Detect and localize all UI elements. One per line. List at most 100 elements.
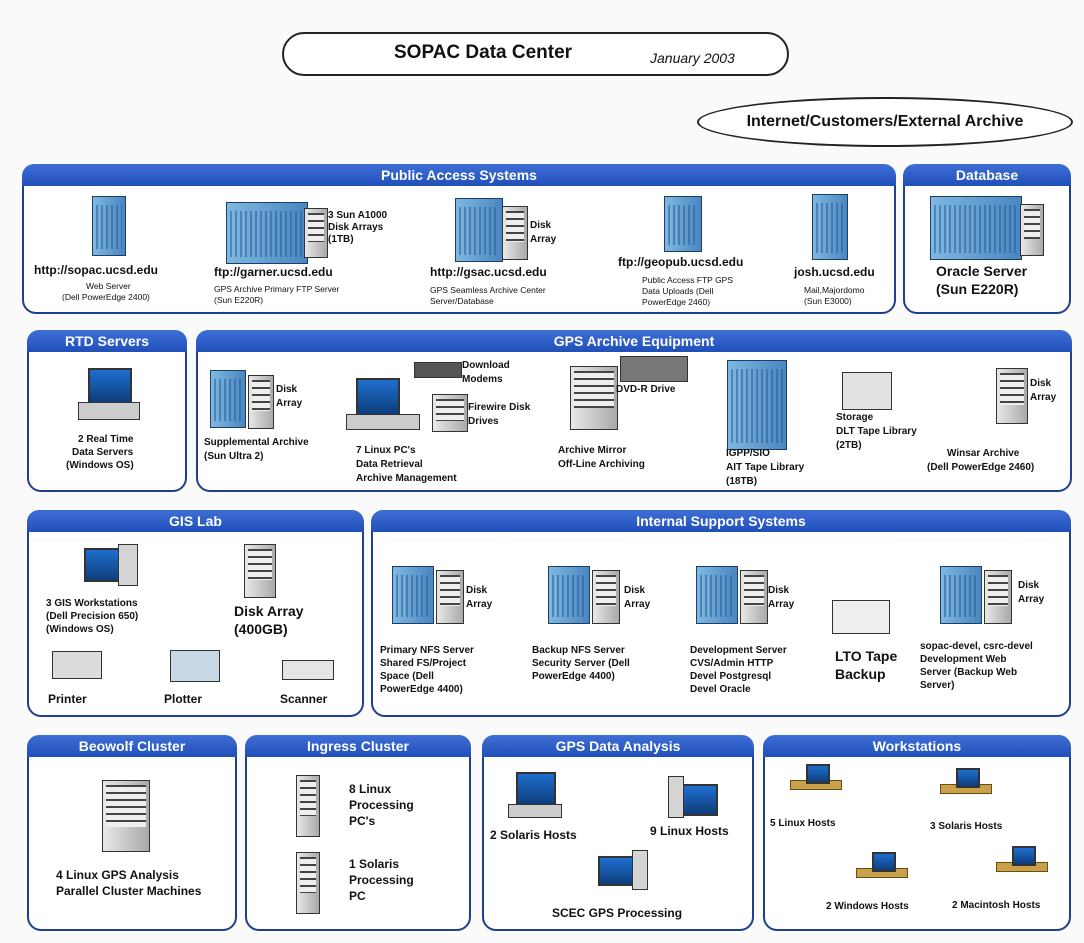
dev-array1: Disk <box>768 585 790 596</box>
dvd-drive-icon <box>620 356 688 382</box>
dev-tower-icon <box>740 570 768 624</box>
dev-array2: Array <box>768 599 795 610</box>
lto-tape-icon <box>832 600 890 634</box>
mirror-line2: Off-Line Archiving <box>558 459 645 470</box>
backup-line2: Security Server (Dell <box>532 658 630 669</box>
sopacdev-tower-icon <box>984 570 1012 624</box>
ws-linux: 5 Linux Hosts <box>770 818 836 829</box>
oracle-line2: (Sun E220R) <box>936 281 1019 297</box>
winsar-tower-icon <box>996 368 1028 424</box>
sopacdev-array2: Array <box>1018 594 1045 605</box>
dlt-tape-library-icon <box>842 372 892 410</box>
mirror-tower-icon <box>570 366 618 430</box>
garner-array1: 3 Sun A1000 <box>328 210 388 221</box>
nfs-line4: PowerEdge 4400) <box>380 684 463 695</box>
backup-array1: Disk <box>624 585 646 596</box>
sopacdev-line2: Development Web <box>920 654 1007 665</box>
gis-ws2: (Dell Precision 650) <box>46 611 139 622</box>
supp-line2: (Sun Ultra 2) <box>204 451 264 462</box>
lto-line2: Backup <box>835 666 886 682</box>
panel-gis: GIS Lab <box>27 510 364 717</box>
storage-line3: (2TB) <box>836 440 862 451</box>
gis-ws3: (Windows OS) <box>46 624 114 635</box>
mirror-line1: Archive Mirror <box>558 445 627 456</box>
sopac-desc1: Web Server <box>86 281 131 291</box>
title-date: January 2003 <box>650 50 735 66</box>
nfs-line2: Shared FS/Project <box>380 658 467 669</box>
windows-ws-monitor-icon <box>872 852 896 872</box>
igpp-line1: IGPP/SIO <box>726 448 770 459</box>
garner-url: ftp://garner.ucsd.edu <box>214 265 333 279</box>
winsar-line2: (Dell PowerEdge 2460) <box>927 462 1035 473</box>
scanner-icon <box>282 660 334 680</box>
josh-url: josh.ucsd.edu <box>794 265 875 279</box>
printer-label: Printer <box>48 692 87 706</box>
dev-line1: Development Server <box>690 645 787 656</box>
download-label1: Download <box>462 360 510 371</box>
supp-array1: Disk <box>276 384 298 395</box>
ingress-b1: 1 Solaris <box>349 857 400 871</box>
sopacdev-line4: Server) <box>920 680 955 691</box>
firewire-label2: Drives <box>468 416 499 427</box>
nfs-line1: Primary NFS Server <box>380 645 474 656</box>
panel-header-gps-archive: GPS Archive Equipment <box>196 330 1072 352</box>
solaris-monitor-icon <box>516 772 556 806</box>
scanner-label: Scanner <box>280 692 328 706</box>
backup-line3: PowerEdge 4400) <box>532 671 615 682</box>
geopub-desc3: PowerEdge 2460) <box>642 297 711 307</box>
supp-server-icon <box>210 370 246 428</box>
ingress-a3: PC's <box>349 814 376 828</box>
plotter-icon <box>170 650 220 682</box>
ws-mac: 2 Macintosh Hosts <box>952 900 1041 911</box>
panel-header-gis: GIS Lab <box>27 510 364 532</box>
garner-desc1: GPS Archive Primary FTP Server <box>214 284 340 294</box>
sopac-url: http://sopac.ucsd.edu <box>34 263 159 277</box>
supp-line1: Supplemental Archive <box>204 437 309 448</box>
lto-line1: LTO Tape <box>835 648 898 664</box>
nfs-array2: Array <box>466 599 493 610</box>
page-title: SOPAC Data Center <box>394 42 573 63</box>
analysis-solaris: 2 Solaris Hosts <box>490 828 577 842</box>
analysis-scec: SCEC GPS Processing <box>552 906 683 920</box>
winsar-line1: Winsar Archive <box>947 448 1020 459</box>
panel-header-rtd: RTD Servers <box>27 330 187 352</box>
analysis-linux: 9 Linux Hosts <box>650 824 729 838</box>
josh-desc2: (Sun E3000) <box>804 296 852 306</box>
sopac-desc2: (Dell PowerEdge 2400) <box>62 292 150 302</box>
nfs-array1: Disk <box>466 585 488 596</box>
mac-ws-monitor-icon <box>1012 846 1036 866</box>
gis-disk2: (400GB) <box>234 621 288 637</box>
storage-line2: DLT Tape Library <box>836 426 917 437</box>
download-label2: Modems <box>462 374 503 385</box>
rtd-line3: (Windows OS) <box>66 460 134 471</box>
ingress-b3: PC <box>349 889 366 903</box>
panel-header-beowolf: Beowolf Cluster <box>27 735 237 757</box>
panel-ingress: Ingress Cluster <box>245 735 471 931</box>
oracle-tower-icon <box>1020 204 1044 256</box>
panel-header-workstations: Workstations <box>763 735 1071 757</box>
panel-header-database: Database <box>903 164 1071 186</box>
sopacdev-line1: sopac-devel, csrc-devel <box>920 641 1033 652</box>
gis-disk-array-icon <box>244 544 276 598</box>
gsac-url: http://gsac.ucsd.edu <box>430 265 547 279</box>
gsac-desc1: GPS Seamless Archive Center <box>430 285 546 295</box>
scec-monitor-icon <box>598 856 636 886</box>
linux-pc-monitor-icon <box>356 378 400 416</box>
geopub-server-icon <box>664 196 702 252</box>
solaris-ws-monitor-icon <box>956 768 980 788</box>
rtd-line2: Data Servers <box>72 447 134 458</box>
geopub-desc1: Public Access FTP GPS <box>642 275 734 285</box>
josh-desc1: Mail,Majordomo <box>804 285 865 295</box>
panel-header-internal: Internal Support Systems <box>371 510 1071 532</box>
panel-gps-analysis: GPS Data Analysis <box>482 735 754 931</box>
josh-server-icon <box>812 194 848 260</box>
dev-line3: Devel Postgresql <box>690 671 772 682</box>
dvd-label: DVD-R Drive <box>616 384 676 395</box>
beowolf-tower-icon <box>102 780 150 852</box>
backup-tower-icon <box>592 570 620 624</box>
geopub-desc2: Data Uploads (Dell <box>642 286 714 296</box>
sopacdev-array1: Disk <box>1018 580 1040 591</box>
ws-solaris: 3 Solaris Hosts <box>930 821 1003 832</box>
garner-desc2: (Sun E220R) <box>214 295 264 305</box>
external-archive-oval: Internet/Customers/External Archive <box>697 97 1073 147</box>
